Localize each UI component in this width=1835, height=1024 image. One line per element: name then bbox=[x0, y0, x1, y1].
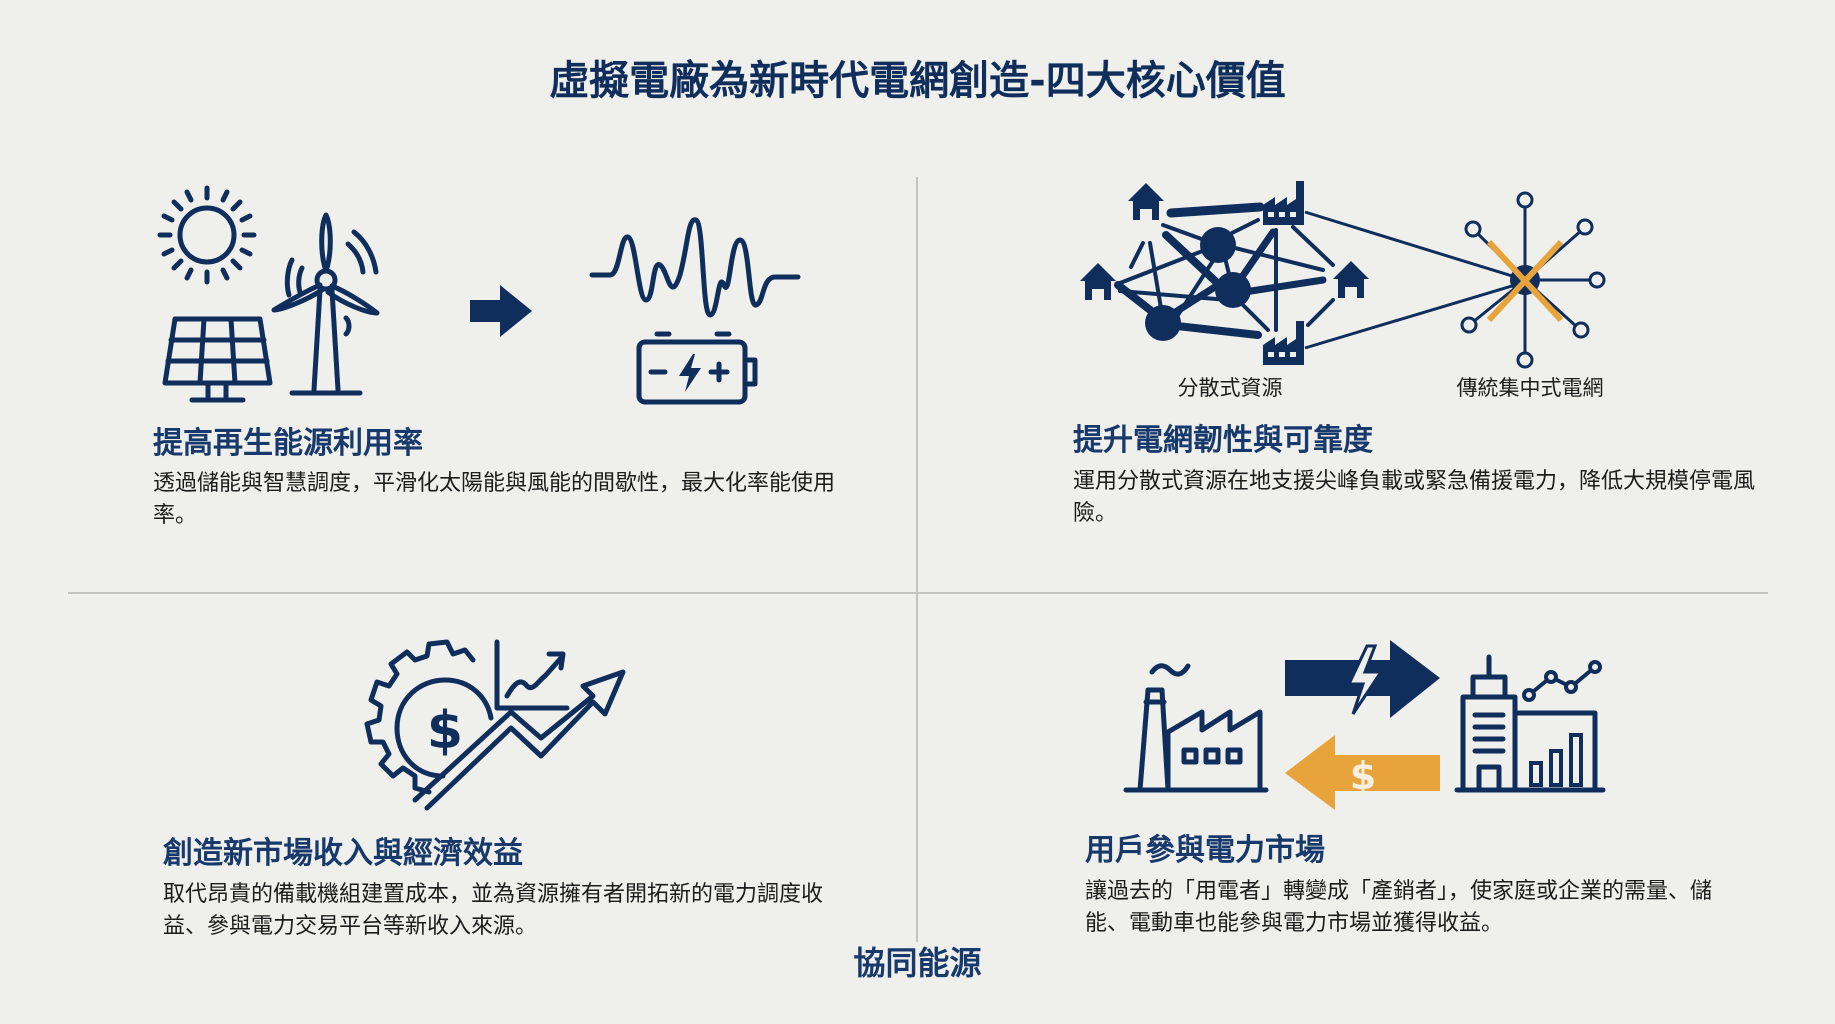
centralized-grid-label: 傳統集中式電網 bbox=[1456, 376, 1604, 400]
vertical-divider bbox=[916, 177, 918, 942]
quadrant-heading: 創造新市場收入與經濟效益 bbox=[163, 836, 523, 871]
quadrant-heading: 用戶參與電力市場 bbox=[1085, 833, 1325, 868]
quadrant-description: 讓過去的「用電者」轉變成「產銷者」，使家庭或企業的需量、儲能、電動車也能參與電力… bbox=[1085, 879, 1713, 936]
office-building-icon bbox=[1454, 654, 1606, 793]
sun-icon bbox=[157, 185, 257, 285]
power-arrow-right-icon bbox=[1285, 640, 1440, 718]
solar-panel-icon bbox=[162, 316, 273, 403]
quadrant-heading: 提高再生能源利用率 bbox=[153, 426, 423, 461]
network-to-hub-links bbox=[1304, 210, 1526, 350]
money-arrow-left-icon: $ bbox=[1285, 735, 1440, 810]
horizontal-divider bbox=[68, 592, 1768, 594]
quadrant-heading: 提升電網韌性與可靠度 bbox=[1073, 423, 1373, 458]
fluctuating-wave-icon bbox=[589, 217, 801, 318]
quadrant-description: 取代昂貴的備載機組建置成本，並為資源擁有者開拓新的電力調度收益、參與電力交易平台… bbox=[163, 882, 824, 939]
battery-icon bbox=[636, 331, 758, 405]
distributed-network-icon bbox=[1080, 181, 1369, 365]
quadrant-description: 透過儲能與智慧調度，平滑化太陽能與風能的間歇性，最大化率能使用率。 bbox=[153, 471, 836, 528]
centralized-hub-crossed-icon bbox=[1460, 191, 1606, 369]
brand-footer: 協同能源 bbox=[853, 944, 982, 982]
dollar-icon: $ bbox=[1350, 754, 1376, 798]
bar-chart-icon bbox=[1522, 660, 1602, 787]
arrow-right-icon bbox=[470, 285, 532, 337]
page-title: 虛擬電廠為新時代電網創造-四大核心價值 bbox=[549, 58, 1286, 104]
wind-turbine-icon bbox=[271, 212, 380, 396]
factory-icon bbox=[1263, 321, 1304, 365]
gear-dollar-icon: $ bbox=[364, 639, 626, 811]
distributed-resources-label: 分散式資源 bbox=[1177, 376, 1283, 400]
factory-icon bbox=[1263, 181, 1304, 225]
dollar-icon: $ bbox=[427, 701, 463, 761]
factory-icon bbox=[1123, 663, 1269, 793]
quadrant-description: 運用分散式資源在地支援尖峰負載或緊急備援電力，降低大規模停電風險。 bbox=[1073, 469, 1756, 526]
